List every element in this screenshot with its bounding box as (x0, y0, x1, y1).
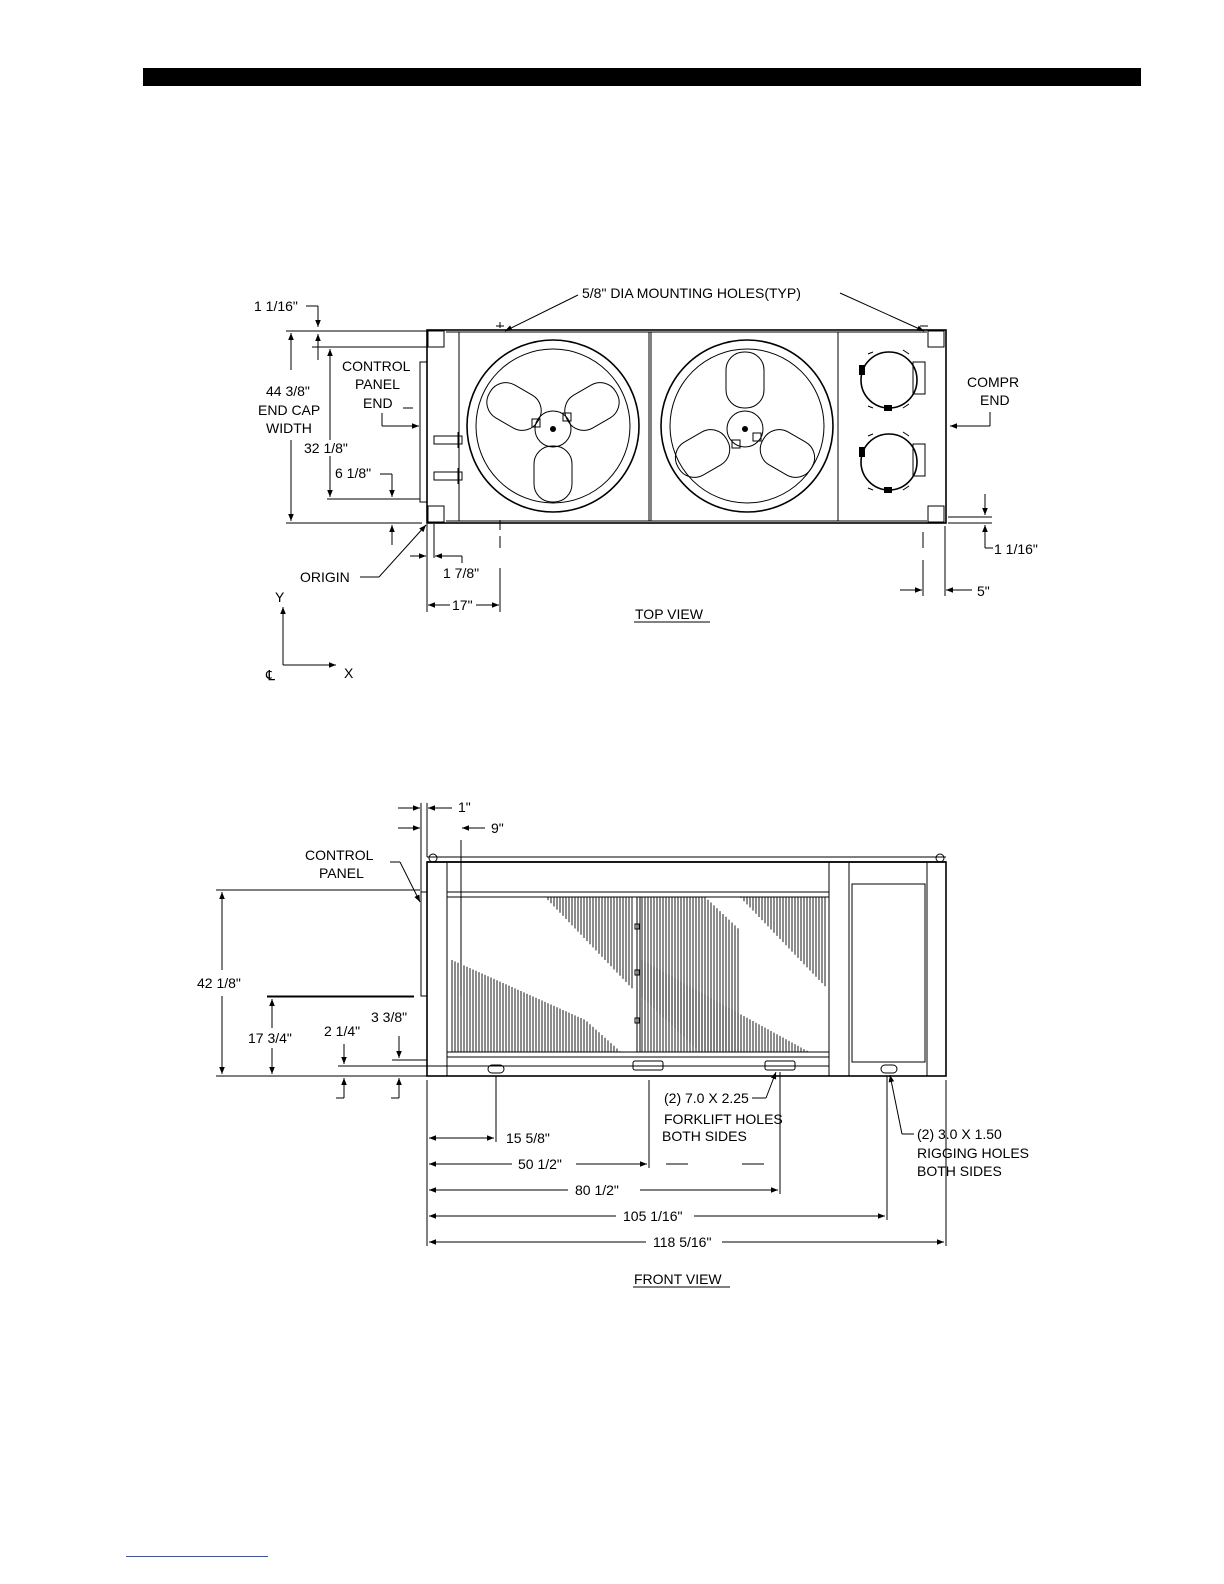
svg-text:CONTROL: CONTROL (342, 358, 411, 374)
rigging-hole (880, 1064, 898, 1074)
top-view: 5/8" DIA MOUNTING HOLES(TYP) 1 1/16" 44 … (254, 285, 1038, 683)
dim-top-offset: 1 1/16" (254, 298, 298, 314)
top-view-title: TOP VIEW (635, 606, 704, 622)
svg-text:END: END (980, 392, 1010, 408)
svg-text:WIDTH: WIDTH (266, 420, 312, 436)
compressor-2 (859, 431, 926, 493)
footer-link-underline (126, 1556, 268, 1557)
origin-label: ORIGIN (300, 569, 350, 585)
svg-text:FORKLIFT HOLES: FORKLIFT HOLES (664, 1111, 783, 1127)
forklift-note: (2) 7.0 X 2.25 FORKLIFT HOLES BOTH SIDES (662, 1090, 783, 1144)
svg-text:COMPR: COMPR (967, 374, 1019, 390)
bracket (433, 468, 463, 484)
dim-32: 32 1/8" (304, 440, 348, 456)
rigging-hole (487, 1064, 505, 1074)
compressor-door (851, 883, 926, 1063)
svg-text:(2) 3.0 X 1.50: (2) 3.0 X 1.50 (917, 1126, 1002, 1142)
forklift-hole (632, 1060, 664, 1071)
dim-1-7-8: 1 7/8" (443, 565, 479, 581)
dim-front-118: 118 5/16" (653, 1234, 711, 1250)
svg-text:PANEL: PANEL (355, 376, 400, 392)
control-panel-end-label: CONTROL PANEL END (342, 358, 411, 411)
header-bar (143, 68, 1141, 86)
end-cap-width-label: 44 3/8" END CAP WIDTH (258, 383, 320, 436)
svg-text:PANEL: PANEL (319, 865, 364, 881)
mounting-block (927, 330, 945, 348)
dim-front-2: 2 1/4" (324, 1023, 360, 1039)
compr-end-label: COMPR END (967, 374, 1019, 408)
control-panel-box (419, 361, 428, 503)
svg-text:Y: Y (275, 589, 285, 605)
compressor-1 (859, 349, 926, 411)
dim-front-105: 105 1/16" (623, 1208, 682, 1224)
dim-right-offset: 1 1/16" (994, 541, 1038, 557)
control-panel-front (420, 891, 428, 997)
mounting-block (427, 330, 445, 348)
dim-5: 5" (977, 583, 990, 599)
mounting-block (927, 505, 945, 523)
dim-front-50: 50 1/2" (518, 1156, 562, 1172)
front-view-title: FRONT VIEW (634, 1271, 722, 1287)
fan-2 (660, 339, 834, 513)
bracket (433, 432, 463, 448)
svg-text:44 3/8": 44 3/8" (266, 383, 310, 399)
svg-text:X: X (344, 665, 354, 681)
mounting-block (427, 505, 445, 523)
dim-front-1: 1" (458, 799, 471, 815)
dim-front-9: 9" (491, 820, 504, 836)
dim-6: 6 1/8" (335, 465, 371, 481)
unit-outline-front (426, 861, 947, 1077)
dim-17: 17" (452, 597, 473, 613)
dim-front-42: 42 1/8" (197, 975, 241, 991)
front-view: 1" 9" CONTROL PANEL 42 1/8" 17 3/4" 2 1/… (197, 799, 1029, 1288)
dim-front-80: 80 1/2" (575, 1182, 619, 1198)
svg-text:(2) 7.0 X 2.25: (2) 7.0 X 2.25 (664, 1090, 749, 1106)
axis-indicator: Y X ℄ (265, 589, 354, 683)
rigging-note: (2) 3.0 X 1.50 RIGGING HOLES BOTH SIDES (917, 1126, 1029, 1179)
svg-text:CONTROL: CONTROL (305, 847, 374, 863)
forklift-hole (764, 1060, 796, 1071)
mounting-holes-note: 5/8" DIA MOUNTING HOLES(TYP) (582, 285, 801, 301)
dim-front-17: 17 3/4" (248, 1030, 292, 1046)
fan-1 (466, 339, 640, 513)
svg-text:RIGGING HOLES: RIGGING HOLES (917, 1145, 1029, 1161)
unit-outline-top (426, 329, 947, 524)
svg-text:END CAP: END CAP (258, 402, 320, 418)
coil-fins (451, 897, 826, 1052)
svg-text:BOTH SIDES: BOTH SIDES (662, 1128, 747, 1144)
control-panel-label: CONTROL PANEL (305, 847, 374, 881)
centerline-symbol: ℄ (265, 667, 275, 683)
svg-text:END: END (363, 395, 393, 411)
svg-text:BOTH SIDES: BOTH SIDES (917, 1163, 1002, 1179)
dim-front-3: 3 3/8" (371, 1009, 407, 1025)
dim-front-15: 15 5/8" (506, 1130, 550, 1146)
